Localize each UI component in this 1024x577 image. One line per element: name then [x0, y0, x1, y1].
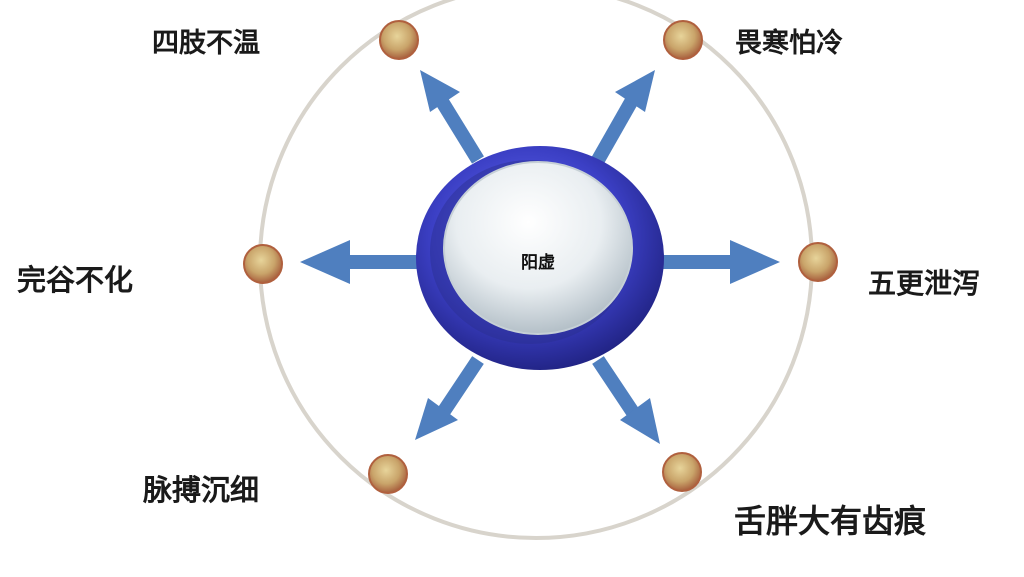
node-top-left — [379, 20, 419, 60]
symptom-label-bottom-left: 脉搏沉细 — [143, 473, 260, 507]
symptom-label-right: 五更泄泻 — [868, 267, 981, 300]
arrows — [300, 70, 780, 444]
arrow-top-right — [591, 70, 655, 164]
node-bottom-left — [368, 454, 408, 494]
symptom-label-left: 完谷不化 — [17, 263, 134, 297]
arrow-top-left — [420, 70, 484, 164]
node-top-right — [663, 20, 703, 60]
center-node — [416, 146, 664, 370]
arrow-bottom-left — [415, 356, 484, 440]
symptom-label-top-left: 四肢不温 — [152, 28, 260, 59]
symptom-label-top-right: 畏寒怕冷 — [735, 28, 843, 59]
ring-nodes — [243, 20, 838, 494]
arrow-bottom-right — [592, 356, 660, 444]
node-right — [798, 242, 838, 282]
node-bottom-right — [662, 452, 702, 492]
arrow-left — [300, 240, 420, 284]
symptom-label-bottom-right: 舌胖大有齿痕 — [734, 502, 927, 540]
center-label: 阳虚 — [521, 253, 555, 273]
arrow-right — [660, 240, 780, 284]
node-left — [243, 244, 283, 284]
